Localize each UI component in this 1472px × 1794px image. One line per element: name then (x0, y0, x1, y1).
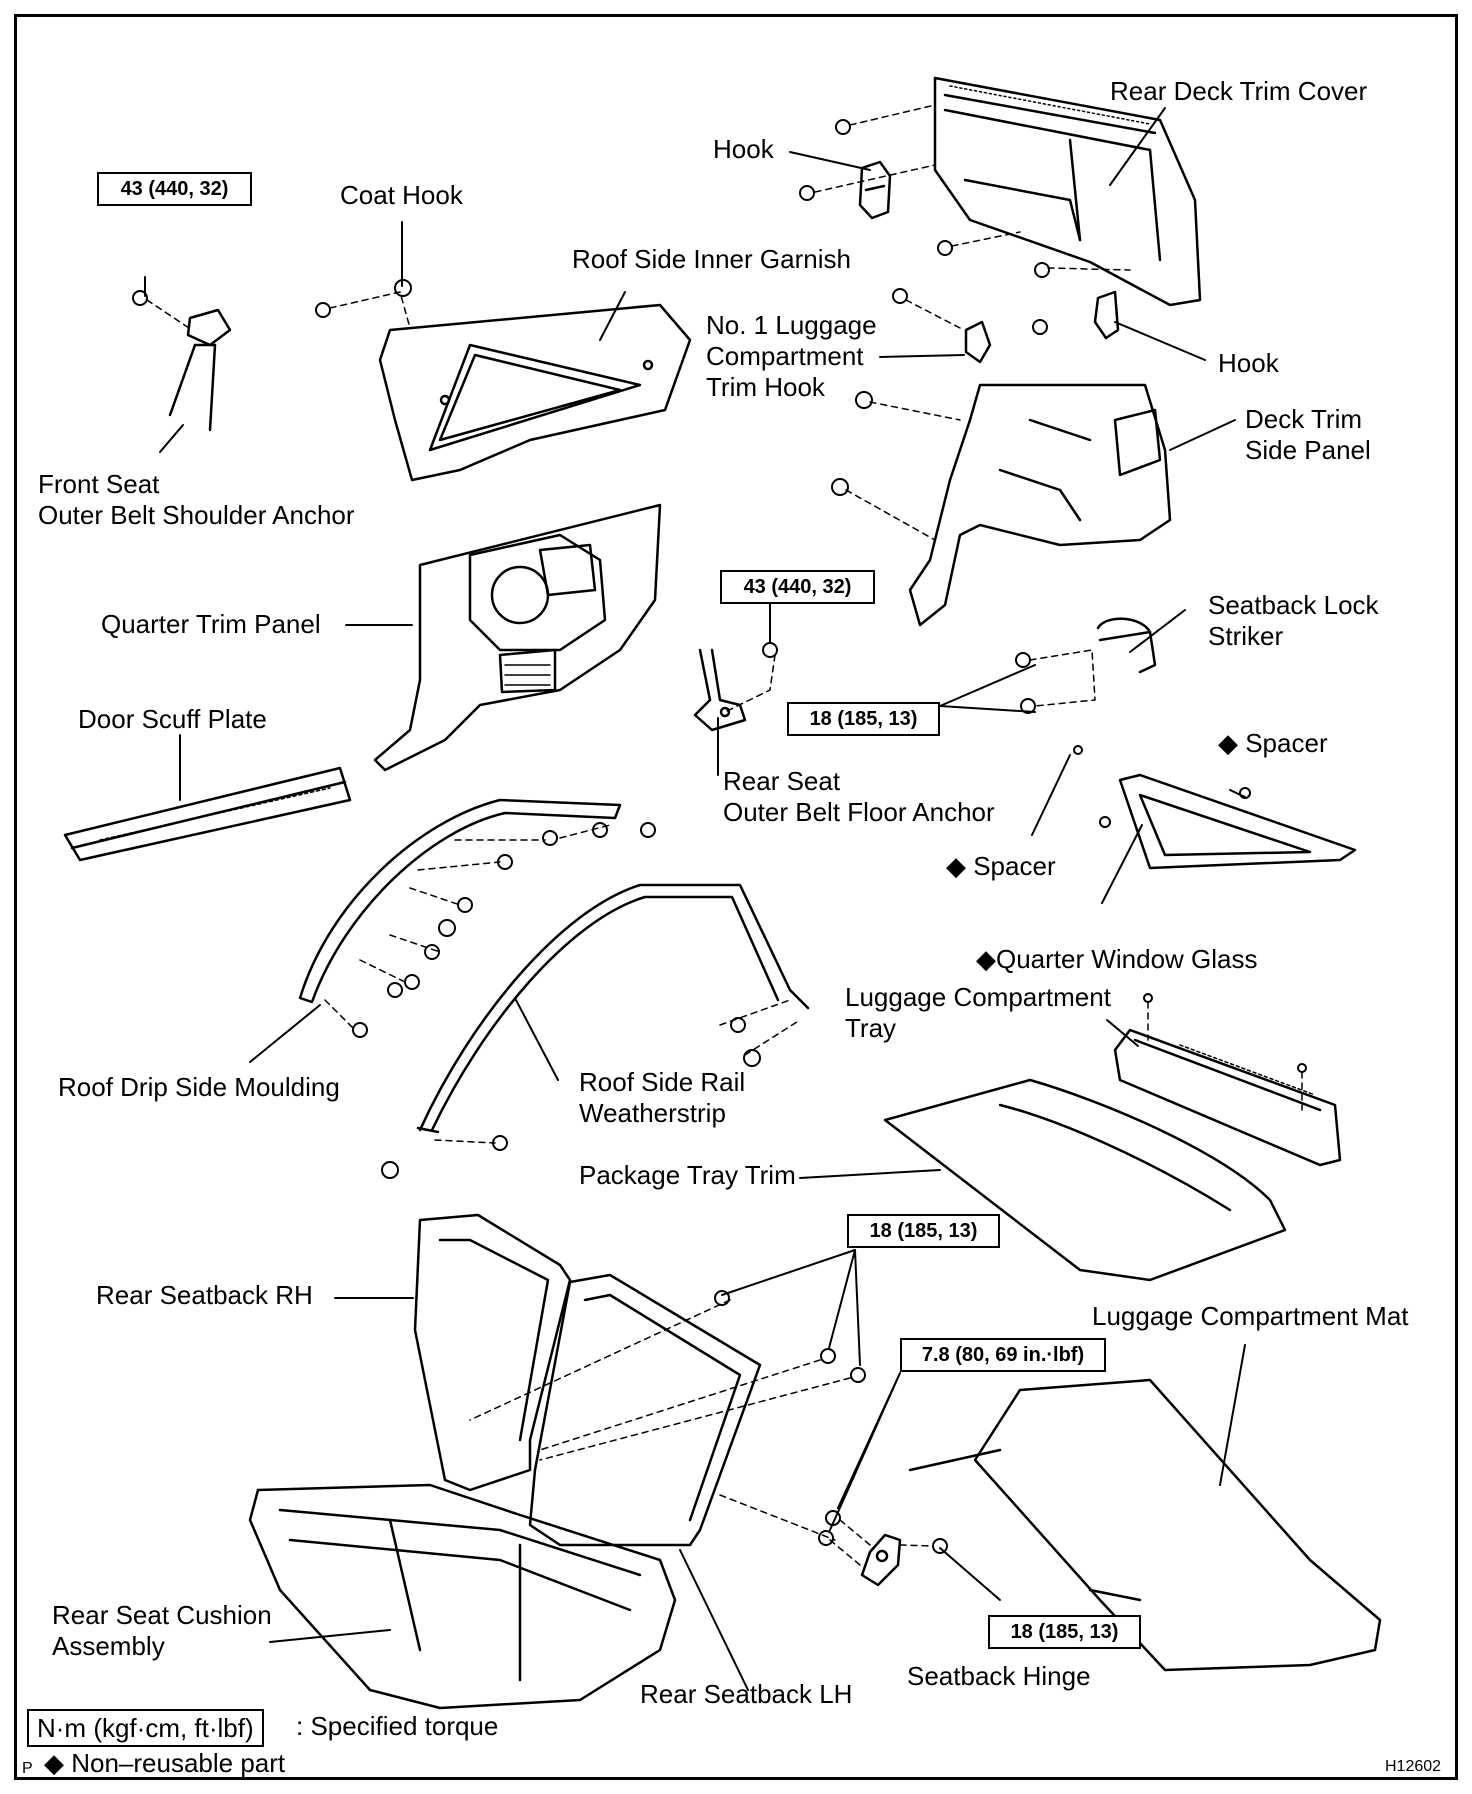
label-front-seat-outer-belt-shoulder-anchor: Front Seat Outer Belt Shoulder Anchor (38, 469, 355, 530)
label-door-scuff-plate: Door Scuff Plate (78, 704, 267, 734)
leader-lines (144, 107, 1246, 1691)
package-tray-trim-part (883, 1078, 1287, 1282)
corner-mark: P (22, 1760, 33, 1777)
label-spacer-mid: ◆ Spacer (946, 851, 1056, 881)
legend-nonreusable: ◆ Non–reusable part (44, 1748, 286, 1778)
label-rear-seat-outer-belt-floor-anchor: Rear Seat Outer Belt Floor Anchor (723, 766, 995, 827)
diagram-code: H12602 (1385, 1758, 1442, 1775)
hook-part-right (1093, 290, 1120, 340)
luggage-compartment-tray-part (1113, 1028, 1342, 1167)
torque-box-rear-belt-floor-anchor: 43 (440, 32) (720, 570, 875, 604)
torque-box-front-belt-anchor: 43 (440, 32) (97, 172, 252, 206)
label-rear-seatback-lh: Rear Seatback LH (640, 1679, 853, 1709)
label-roof-side-rail-weatherstrip: Roof Side Rail Weatherstrip (579, 1067, 746, 1128)
label-deck-trim-side-panel: Deck Trim Side Panel (1245, 404, 1371, 465)
quarter-trim-panel-part (373, 503, 662, 772)
legend-torque-description: : Specified torque (296, 1711, 499, 1741)
trim-hook-part (964, 320, 992, 364)
label-luggage-compartment-mat: Luggage Compartment Mat (1092, 1301, 1409, 1331)
label-hook-top: Hook (713, 134, 774, 164)
alignment-lines (146, 104, 1303, 1566)
label-seatback-lock-striker: Seatback Lock Striker (1208, 590, 1379, 651)
label-roof-drip-side-moulding: Roof Drip Side Moulding (58, 1072, 340, 1102)
front-seat-outer-belt-anchor-part (168, 308, 232, 432)
label-spacer-top: ◆ Spacer (1218, 728, 1328, 758)
luggage-compartment-mat-part (908, 1378, 1382, 1672)
deck-trim-side-panel-part (908, 383, 1172, 627)
quarter-window-glass-part (1118, 773, 1357, 870)
rear-seat-outer-belt-floor-anchor-part (693, 648, 747, 732)
diagram-frame (14, 14, 1458, 1780)
door-scuff-plate-part (63, 766, 352, 862)
rear-seatback-rh-part (413, 1213, 572, 1492)
label-seatback-hinge: Seatback Hinge (907, 1661, 1091, 1691)
label-luggage-compartment-tray: Luggage Compartment Tray (845, 982, 1111, 1043)
label-quarter-trim-panel: Quarter Trim Panel (101, 609, 321, 639)
torque-box-seatback-hinge-upper: 7.8 (80, 69 in.·lbf) (900, 1338, 1106, 1372)
label-hook-right: Hook (1218, 348, 1279, 378)
torque-box-seatback-lock-striker: 18 (185, 13) (787, 702, 940, 736)
roof-drip-side-moulding-part (298, 798, 622, 1004)
torque-box-seatback-hinge-lower: 18 (185, 13) (988, 1615, 1141, 1649)
label-rear-seat-cushion-assembly: Rear Seat Cushion Assembly (52, 1600, 272, 1661)
label-no1-luggage-trim-hook: No. 1 Luggage Compartment Trim Hook (706, 310, 877, 402)
hook-part-top (858, 160, 892, 220)
rear-seat-cushion-part (248, 1483, 677, 1710)
rear-seatback-lh-part (528, 1273, 762, 1547)
roof-side-rail-weatherstrip-part (416, 883, 810, 1134)
fasteners (132, 119, 1307, 1554)
legend-torque-units: N·m (kgf·cm, ft·lbf) (27, 1709, 264, 1747)
torque-box-rear-seatback: 18 (185, 13) (847, 1214, 1000, 1248)
label-rear-deck-trim-cover: Rear Deck Trim Cover (1110, 76, 1368, 106)
label-rear-seatback-rh: Rear Seatback RH (96, 1280, 313, 1310)
label-package-tray-trim: Package Tray Trim (579, 1160, 796, 1190)
label-roof-side-inner-garnish: Roof Side Inner Garnish (572, 244, 851, 274)
rear-deck-trim-cover-part (933, 76, 1202, 307)
seatback-hinge-part (860, 1533, 902, 1587)
roof-side-inner-garnish-part (378, 303, 692, 482)
label-coat-hook: Coat Hook (340, 180, 463, 210)
seatback-lock-striker-part (1096, 617, 1157, 674)
label-quarter-window-glass: ◆Quarter Window Glass (976, 944, 1258, 974)
